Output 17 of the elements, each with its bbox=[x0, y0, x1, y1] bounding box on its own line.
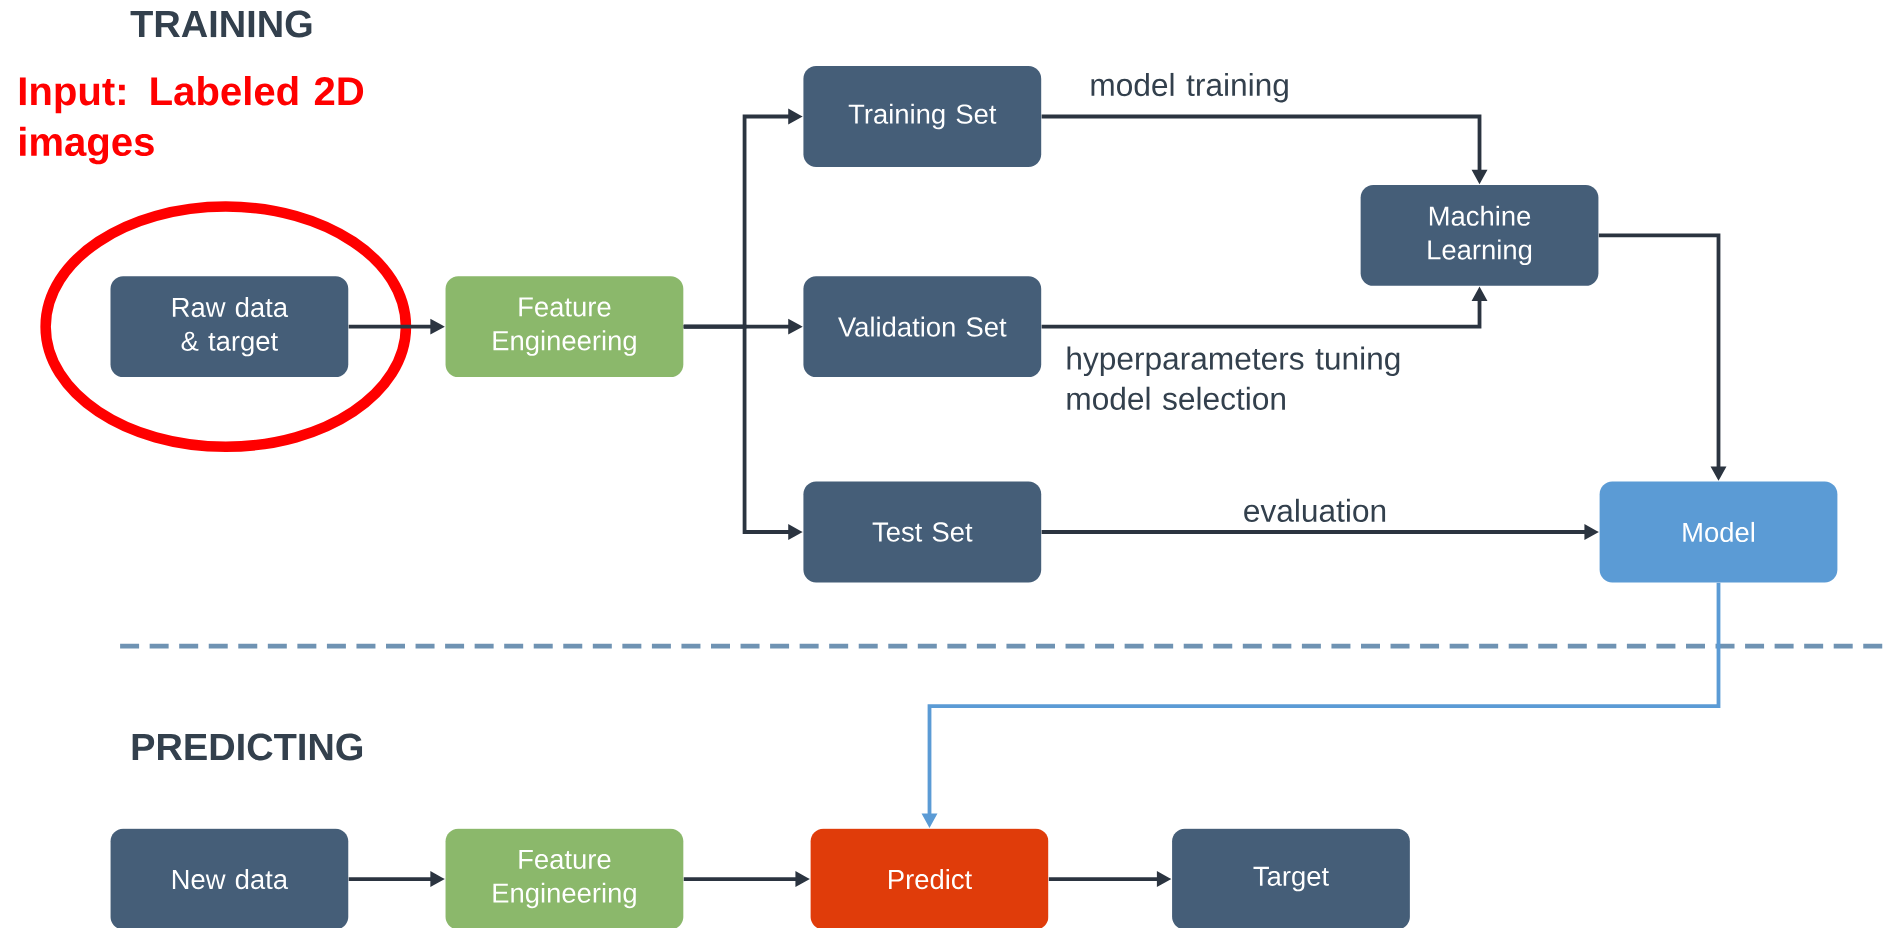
process-box: Feature Engineering bbox=[445, 276, 684, 377]
edge-label: model training bbox=[1091, 72, 1288, 103]
process-box: Test Set bbox=[803, 481, 1042, 583]
process-box: Training Set bbox=[803, 65, 1042, 167]
process-box: Validation Set bbox=[803, 276, 1042, 377]
process-box: Raw data & target bbox=[110, 276, 349, 377]
section-heading: TRAINING bbox=[130, 10, 312, 38]
section-heading: PREDICTING bbox=[132, 733, 363, 761]
annotation-text: Input: Labeled 2D images bbox=[19, 75, 364, 165]
process-box: Predict bbox=[810, 828, 1049, 928]
process-box: Target bbox=[1172, 828, 1410, 928]
process-box: Feature Engineering bbox=[445, 828, 684, 928]
process-box: Model bbox=[1599, 481, 1838, 583]
process-box: New data bbox=[110, 828, 349, 928]
process-box: Machine Learning bbox=[1360, 184, 1599, 286]
edge-label: evaluation bbox=[1244, 498, 1386, 522]
edge-label: hyperparameters tuning model selection bbox=[1067, 346, 1400, 410]
